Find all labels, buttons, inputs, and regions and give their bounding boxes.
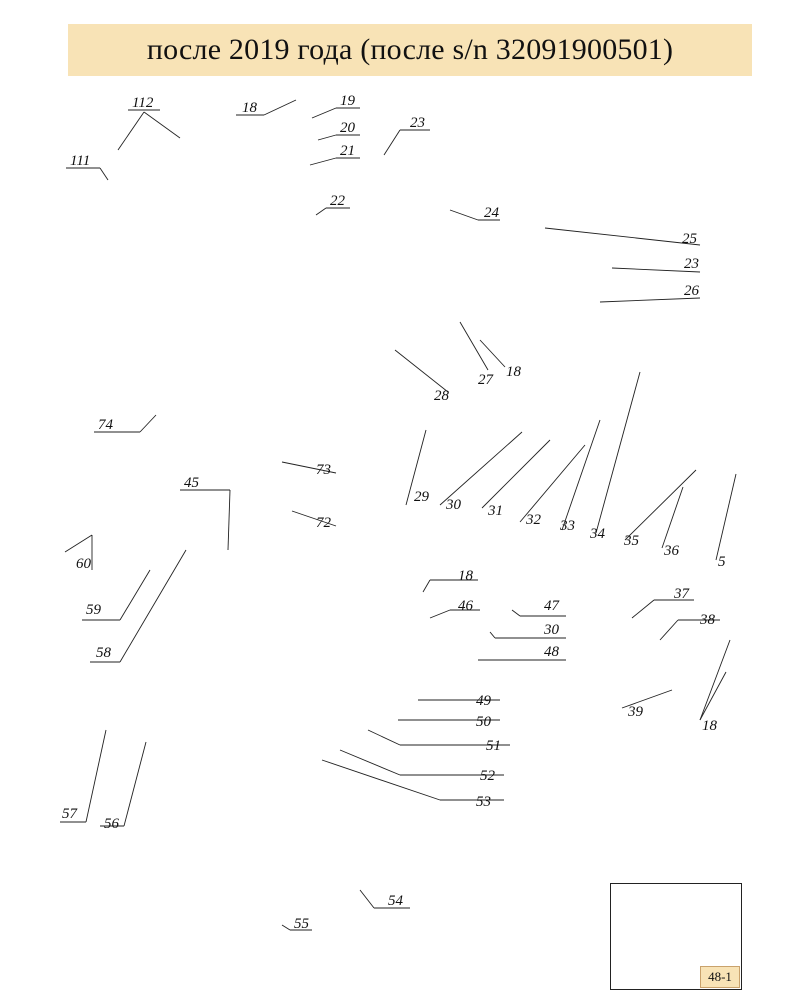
callout-55: 55 — [294, 916, 310, 932]
callout-112: 112 — [132, 95, 154, 111]
title-banner: после 2019 года (после s/n 32091900501) — [68, 24, 752, 76]
callout-35: 35 — [623, 533, 640, 549]
callout-18: 18 — [458, 568, 474, 584]
callout-49: 49 — [476, 693, 492, 709]
callout-22: 22 — [330, 193, 346, 209]
title-text: после 2019 года (после s/n 32091900501) — [146, 33, 674, 66]
callout-46: 46 — [458, 598, 474, 614]
callout-36: 36 — [663, 543, 680, 559]
callout-18: 18 — [702, 718, 718, 734]
callout-38: 38 — [699, 612, 716, 628]
callout-26: 26 — [684, 283, 700, 299]
callout-34: 34 — [589, 526, 606, 542]
callout-19: 19 — [340, 93, 356, 109]
callout-27: 27 — [478, 372, 495, 388]
callout-54: 54 — [388, 893, 404, 909]
callout-31: 31 — [487, 503, 503, 519]
callout-30: 30 — [445, 497, 462, 513]
leader-lines — [60, 99, 737, 931]
callout-57: 57 — [62, 806, 79, 822]
callout-32: 32 — [525, 512, 542, 528]
callout-33: 33 — [559, 518, 575, 534]
callout-60: 60 — [76, 556, 92, 572]
callout-numbers: 112 111 18 19 20 21 22 23 24 25 23 26 27… — [62, 93, 726, 932]
callout-20: 20 — [340, 120, 356, 136]
callout-74: 74 — [98, 417, 114, 433]
callout-59: 59 — [86, 602, 102, 618]
callout-37: 37 — [673, 586, 691, 602]
callout-5: 5 — [718, 554, 726, 570]
callout-39: 39 — [627, 704, 644, 720]
callout-53: 53 — [476, 794, 491, 810]
callout-18: 18 — [506, 364, 522, 380]
callout-28: 28 — [434, 388, 450, 404]
callout-21: 21 — [340, 143, 355, 159]
callout-23: 23 — [410, 115, 425, 131]
callout-51: 51 — [486, 738, 501, 754]
callout-30: 30 — [543, 622, 560, 638]
callout-29: 29 — [414, 489, 430, 505]
callout-56: 56 — [104, 816, 120, 832]
callout-58: 58 — [96, 645, 112, 661]
callout-48: 48 — [544, 644, 560, 660]
callout-52: 52 — [480, 768, 496, 784]
callout-50: 50 — [476, 714, 492, 730]
callout-25: 25 — [682, 231, 698, 247]
callout-18: 18 — [242, 100, 258, 116]
inset-detail-label: 48-1 — [700, 966, 740, 988]
callout-73: 73 — [316, 462, 331, 478]
callout-72: 72 — [316, 515, 332, 531]
callout-111: 111 — [70, 153, 90, 169]
callout-24: 24 — [484, 205, 500, 221]
callout-47: 47 — [544, 598, 561, 614]
callout-45: 45 — [184, 475, 200, 491]
callout-23: 23 — [684, 256, 699, 272]
